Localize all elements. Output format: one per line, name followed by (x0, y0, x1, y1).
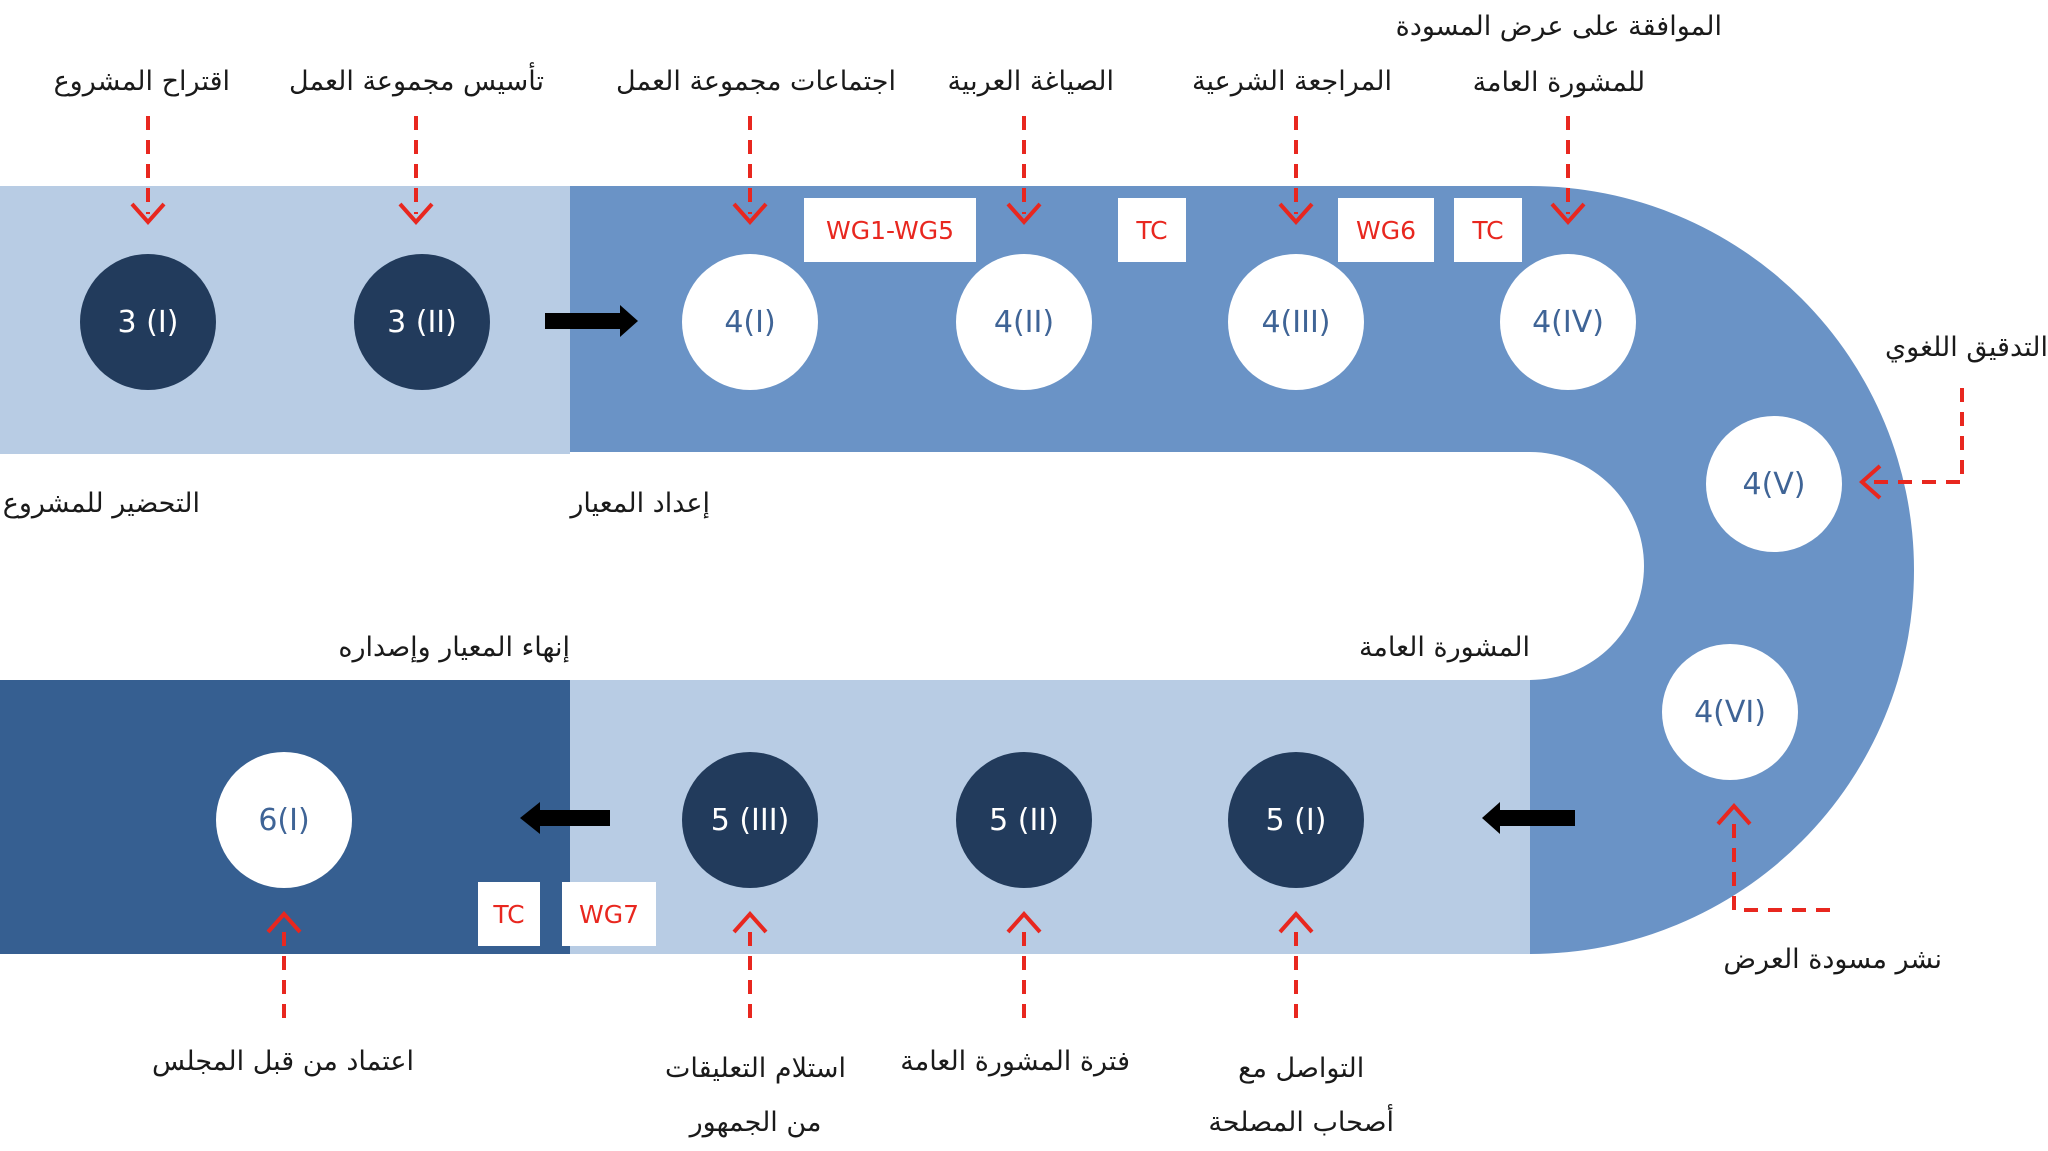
stage-4-v: 4(V) (1706, 416, 1842, 552)
caption-5-i-line-1: التواصل مع (1238, 1053, 1365, 1084)
pointer-head-4-v (1858, 464, 1882, 500)
flow-arrow-left-lower (520, 802, 610, 834)
stage-4-iv: 4(IV) (1500, 254, 1636, 390)
caption-3-i: اقتراح المشروع (53, 66, 230, 97)
stage-4-iii: 4(III) (1228, 254, 1364, 390)
pointer-head-3-ii (398, 202, 434, 226)
stage-6-i: 6(I) (216, 752, 352, 888)
pointer-head-4-vi (1716, 802, 1752, 826)
caption-4-vi: نشر مسودة العرض (1723, 944, 1942, 975)
pointer-head-4-ii (1006, 202, 1042, 226)
tag-wg7: WG7 (562, 882, 656, 946)
stage-5-ii: 5 (II) (956, 752, 1092, 888)
caption-5-ii: فترة المشورة العامة (900, 1046, 1130, 1077)
caption-4-i: اجتماعات مجموعة العمل (616, 66, 896, 97)
caption-4-iii: المراجعة الشرعية (1192, 66, 1392, 97)
stage-4-vi: 4(VI) (1662, 644, 1798, 780)
caption-3-ii: تأسيس مجموعة العمل (289, 66, 544, 97)
pointer-head-5-ii (1006, 910, 1042, 934)
caption-5-iii-line-2: من الجمهور (689, 1106, 822, 1138)
pointer-line-4-v (1870, 388, 1964, 484)
stage-3-i: 3 (I) (80, 254, 216, 390)
pointer-head-5-iii (732, 910, 768, 934)
phase-4-title: إعداد المعيار (570, 488, 710, 519)
flow-arrow-left-upper (1482, 802, 1575, 834)
tag-wg6: WG6 (1338, 198, 1434, 262)
caption-4-v: التدقيق اللغوي (1885, 332, 2048, 363)
tag-wg1-wg5: WG1-WG5 (804, 198, 976, 262)
phase-6-title: إنهاء المعيار وإصداره (338, 632, 570, 663)
caption-4-ii: الصياغة العربية (947, 66, 1114, 97)
caption-5-iii-line-1: استلام التعليقات (665, 1053, 846, 1084)
stage-5-iii: 5 (III) (682, 752, 818, 888)
stage-4-i: 4(I) (682, 254, 818, 390)
pointer-head-4-iii (1278, 202, 1314, 226)
stage-4-ii: 4(II) (956, 254, 1092, 390)
tag-tc-1: TC (1118, 198, 1186, 262)
flow-arrow-right (545, 305, 638, 337)
caption-4-iv-line-2: للمشورة العامة (1472, 66, 1646, 98)
stage-3-ii: 3 (II) (354, 254, 490, 390)
phase-5-title: المشورة العامة (1358, 632, 1530, 663)
caption-5-i-line-2: أصحاب المصلحة (1208, 1106, 1394, 1138)
pointer-head-4-iv (1550, 202, 1586, 226)
pointer-head-5-i (1278, 910, 1314, 934)
pointer-arrows (146, 116, 1964, 1018)
pointer-line-4-vi (1732, 816, 1830, 912)
caption-5-i: التواصل مع أصحاب المصلحة (1208, 1048, 1394, 1144)
tag-tc-2: TC (1454, 198, 1522, 262)
tag-tc-3: TC (478, 882, 540, 946)
pointer-heads (130, 202, 1882, 934)
caption-5-iii: استلام التعليقات من الجمهور (665, 1048, 846, 1144)
pointer-head-6-i (266, 910, 302, 934)
pointer-head-3-i (130, 202, 166, 226)
caption-4-iv: الموافقة على عرض المسودة للمشورة العامة (1396, 6, 1722, 104)
caption-4-iv-line-1: الموافقة على عرض المسودة (1395, 11, 1722, 42)
pointer-head-4-i (732, 202, 768, 226)
stage-5-i: 5 (I) (1228, 752, 1364, 888)
caption-6-i: اعتماد من قبل المجلس (151, 1046, 414, 1077)
phase-3-title: التحضير للمشروع (2, 488, 200, 519)
